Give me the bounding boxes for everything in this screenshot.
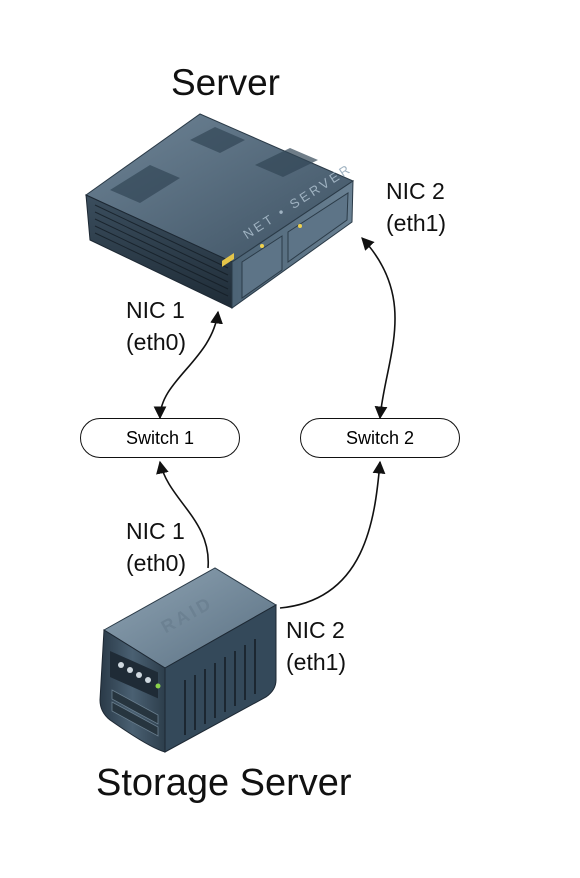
switch-1: Switch 1 xyxy=(80,418,240,458)
storage-server-title: Storage Server xyxy=(96,762,352,804)
storage-nic1-iface: (eth0) xyxy=(126,550,187,576)
storage-nic2-name: NIC 2 xyxy=(286,617,345,643)
storage-nic1-name: NIC 1 xyxy=(126,518,185,544)
server-device-icon: NET • SERVER xyxy=(85,113,355,309)
link-storage-nic1-switch1 xyxy=(156,460,209,569)
server-nic1-iface: (eth0) xyxy=(126,329,187,355)
link-server-nic2-switch2 xyxy=(361,237,396,420)
storage-nic1-label: NIC 1 (eth0) xyxy=(126,515,186,579)
switch-2-label: Switch 2 xyxy=(345,427,415,448)
storage-device-icon: RAID xyxy=(99,567,277,753)
server-title: Server xyxy=(171,62,280,103)
server-nic1-label: NIC 1 (eth0) xyxy=(126,294,186,358)
link-server-nic1-switch1 xyxy=(153,310,223,420)
storage-nic2-iface: (eth1) xyxy=(286,649,347,675)
link-storage-nic2-switch2 xyxy=(279,460,386,609)
storage-nic2-label: NIC 2 (eth1) xyxy=(286,614,346,678)
server-nic2-label: NIC 2 (eth1) xyxy=(386,175,446,239)
switch-1-label: Switch 1 xyxy=(125,427,195,448)
server-nic2-iface: (eth1) xyxy=(386,210,447,236)
server-nic1-name: NIC 1 xyxy=(126,297,185,323)
server-nic2-name: NIC 2 xyxy=(386,178,445,204)
switch-2: Switch 2 xyxy=(300,418,460,458)
